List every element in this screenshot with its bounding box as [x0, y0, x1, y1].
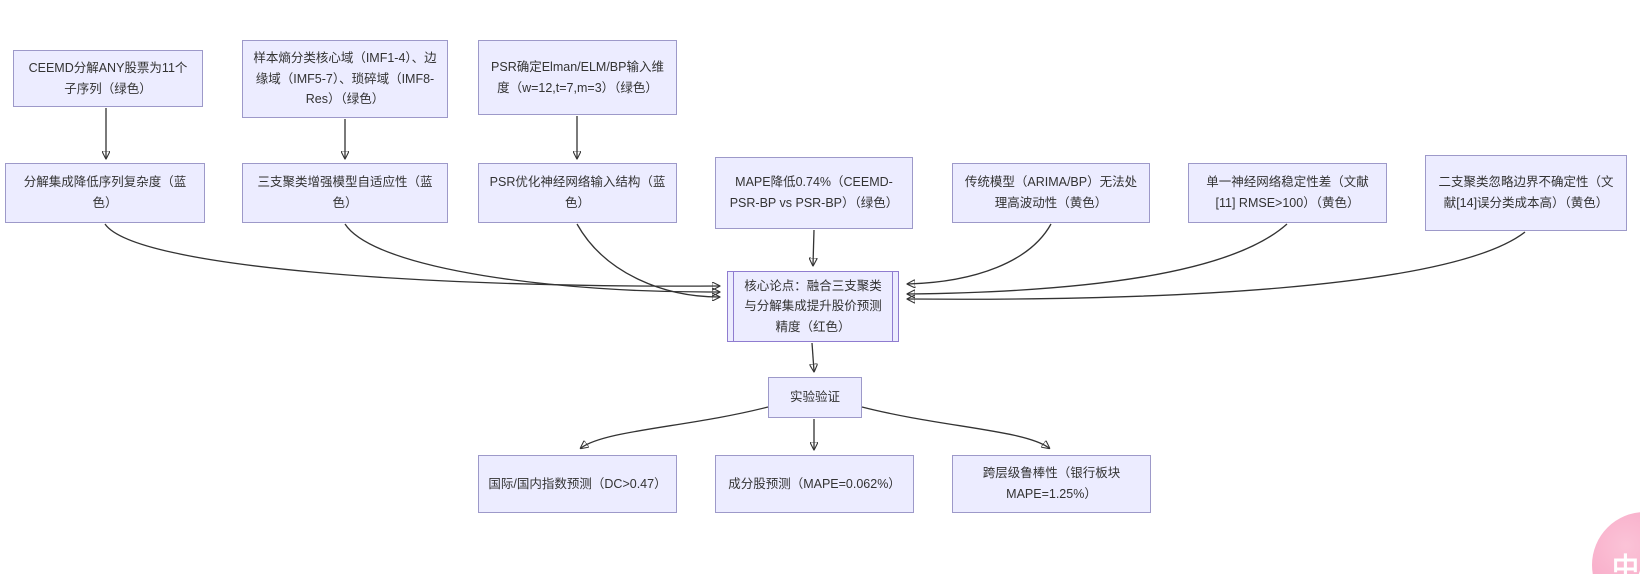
- node-experimental-validation: 实验验证: [768, 377, 862, 418]
- node-sample-entropy-classification: 样本熵分类核心域（IMF1-4）、边缘域（IMF5-7）、琐碎域（IMF8-Re…: [242, 40, 448, 118]
- node-component-stock-prediction: 成分股预测（MAPE=0.062%）: [715, 455, 914, 513]
- translate-badge-label: 中A: [1612, 552, 1640, 574]
- node-label: CEEMD分解ANY股票为11个子序列（绿色）: [28, 60, 188, 96]
- node-ceemd-decomposition: CEEMD分解ANY股票为11个子序列（绿色）: [13, 50, 203, 107]
- edge-core-exp: [812, 342, 814, 371]
- edge-b6-core: [908, 223, 1288, 294]
- node-cross-level-robustness: 跨层级鲁棒性（银行板块 MAPE=1.25%）: [952, 455, 1151, 513]
- node-single-nn-instability: 单一神经网络稳定性差（文献[11] RMSE>100）（黄色）: [1188, 163, 1387, 223]
- node-mape-reduction: MAPE降低0.74%（CEEMD-PSR-BP vs PSR-BP）（绿色）: [715, 157, 913, 229]
- node-label: 样本熵分类核心域（IMF1-4）、边缘域（IMF5-7）、琐碎域（IMF8-Re…: [253, 51, 437, 107]
- node-label: MAPE降低0.74%（CEEMD-PSR-BP vs PSR-BP）（绿色）: [729, 175, 899, 210]
- translate-badge[interactable]: 中A: [1592, 512, 1640, 574]
- node-label: 三支聚类增强模型自适应性（蓝色）: [257, 175, 433, 210]
- node-psr-input-dimension: PSR确定Elman/ELM/BP输入维度（w=12,t=7,m=3）（绿色）: [478, 40, 677, 115]
- node-label: 跨层级鲁棒性（银行板块 MAPE=1.25%）: [982, 466, 1121, 501]
- node-label: PSR确定Elman/ELM/BP输入维度（w=12,t=7,m=3）（绿色）: [491, 59, 664, 95]
- node-index-prediction: 国际/国内指数预测（DC>0.47）: [478, 455, 677, 513]
- node-label: 实验验证: [789, 390, 840, 405]
- edge-exp-d3: [861, 406, 1049, 448]
- edge-b2-core: [344, 223, 719, 292]
- node-three-way-clustering-adaptivity: 三支聚类增强模型自适应性（蓝色）: [242, 163, 448, 223]
- node-two-way-clustering-limitation: 二支聚类忽略边界不确定性（文献[14]误分类成本高）（黄色）: [1425, 155, 1627, 231]
- node-label: 传统模型（ARIMA/BP）无法处理高波动性（黄色）: [964, 175, 1138, 210]
- node-psr-optimizes-input-structure: PSR优化神经网络输入结构（蓝色）: [478, 163, 677, 223]
- node-traditional-model-limitation: 传统模型（ARIMA/BP）无法处理高波动性（黄色）: [952, 163, 1150, 223]
- node-label: 单一神经网络稳定性差（文献[11] RMSE>100）（黄色）: [1206, 175, 1369, 210]
- edge-b5-core: [908, 223, 1052, 284]
- node-label: 国际/国内指数预测（DC>0.47）: [488, 476, 667, 491]
- node-label: 成分股预测（MAPE=0.062%）: [728, 476, 901, 491]
- node-core-thesis: 核心论点：融合三支聚类与分解集成提升股价预测精度（红色）: [727, 271, 899, 342]
- edge-exp-d1: [581, 406, 769, 448]
- node-label: 核心论点：融合三支聚类与分解集成提升股价预测精度（红色）: [744, 278, 882, 334]
- node-label: PSR优化神经网络输入结构（蓝色）: [489, 175, 666, 210]
- node-label: 分解集成降低序列复杂度（蓝色）: [23, 175, 187, 210]
- edge-b1-core: [104, 223, 719, 286]
- node-decomposition-reduces-complexity: 分解集成降低序列复杂度（蓝色）: [5, 163, 205, 223]
- edge-b3-core: [576, 223, 719, 297]
- node-label: 二支聚类忽略边界不确定性（文献[14]误分类成本高）（黄色）: [1438, 175, 1614, 210]
- edge-b4-core: [813, 229, 814, 265]
- edge-b7-core: [908, 231, 1526, 299]
